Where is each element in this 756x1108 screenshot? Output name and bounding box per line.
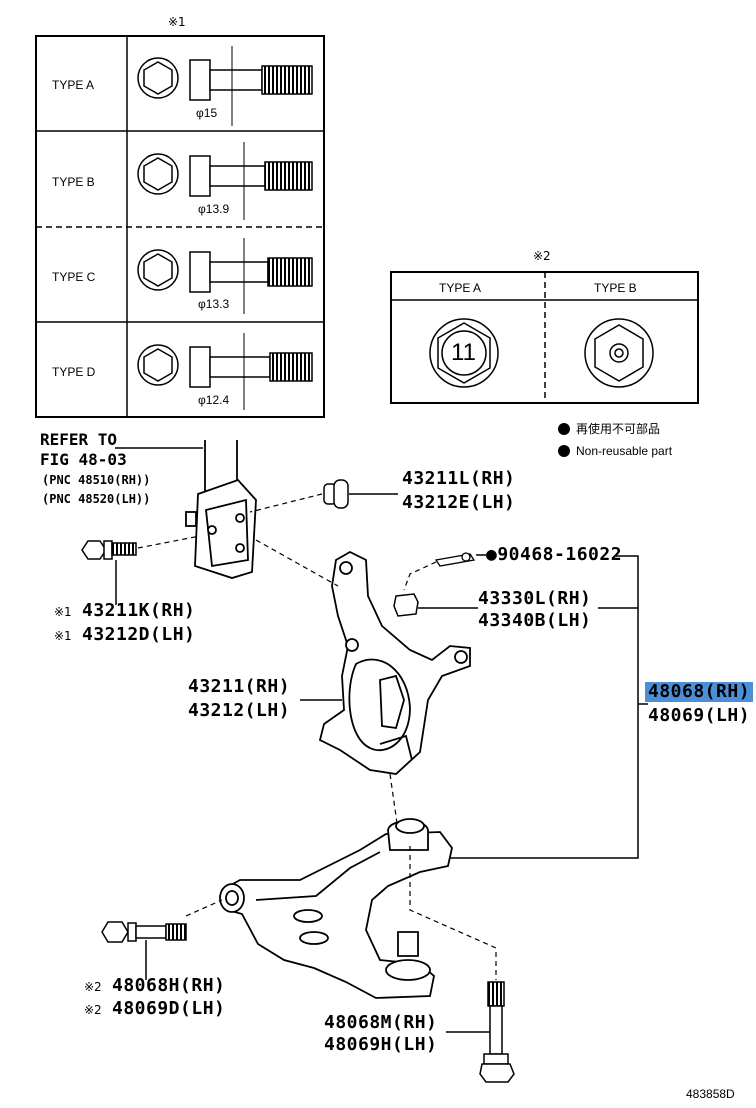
lower-control-arm-drawing — [219, 818, 453, 999]
dashed-43211k — [137, 535, 201, 549]
dashed-knuckle-strut — [255, 539, 339, 587]
part-48069h[interactable]: 48069H(LH) — [324, 1034, 438, 1055]
legend-en: Non-reusable part — [576, 444, 673, 458]
dashed-knuckle-arm — [389, 773, 399, 831]
nut-type-a-marking: 11 — [451, 339, 476, 366]
part-48068m[interactable]: 48068M(RH) — [324, 1012, 438, 1033]
part-43212d[interactable]: 43212D(LH) — [82, 624, 196, 645]
bushing-43211l-drawing — [323, 479, 349, 509]
refer-line4: (PNC 48520(LH)) — [42, 492, 151, 506]
nut-table-note-mark: ※2 — [533, 249, 551, 263]
part-48069[interactable]: 48069(LH) — [648, 705, 751, 726]
bolt-type-b-label: TYPE B — [52, 175, 95, 189]
bolt-type-a-drawing — [137, 46, 313, 126]
part-43211k[interactable]: 43211K(RH) — [82, 600, 196, 621]
part-43330l[interactable]: 43330L(RH) — [478, 588, 592, 609]
bolt-type-c-dia: φ13.3 — [198, 297, 230, 311]
bolt-type-table — [35, 35, 325, 418]
part-48068h[interactable]: 48068H(RH) — [112, 975, 226, 996]
part-48069d[interactable]: 48069D(LH) — [112, 998, 226, 1019]
part-43211l[interactable]: 43211L(RH) — [402, 468, 516, 489]
bolt-type-b-dia: φ13.9 — [198, 202, 230, 216]
refer-line2: FIG 48-03 — [40, 450, 127, 469]
part-48068-highlighted[interactable]: 48068(RH) — [645, 682, 754, 702]
assembly-bracket-48068 — [448, 555, 639, 859]
bolt-43211k-drawing — [81, 540, 137, 560]
part-43212e[interactable]: 43212E(LH) — [402, 492, 516, 513]
note-mark-48069d: ※2 — [84, 1003, 102, 1017]
bolt-type-a-dia: φ15 — [196, 106, 218, 120]
dashed-arm-lower-bolt — [409, 846, 497, 980]
non-reusable-bullet-icon-2 — [558, 445, 570, 457]
part-43211[interactable]: 43211(RH) — [188, 676, 291, 697]
bolt-type-b-drawing — [137, 142, 313, 220]
part-90468[interactable]: ●90468-16022 — [486, 544, 623, 565]
nut-type-b-drawing — [584, 318, 654, 388]
steering-knuckle-drawing — [318, 550, 471, 775]
part-43212[interactable]: 43212(LH) — [188, 700, 291, 721]
bolt-type-d-dia: φ12.4 — [198, 393, 230, 407]
bolt-type-c-label: TYPE C — [52, 270, 96, 284]
bolt-type-a-label: TYPE A — [52, 78, 95, 92]
bolt-type-d-drawing — [137, 333, 313, 410]
nut-type-a-drawing — [429, 318, 499, 388]
dashed-43211l — [249, 493, 323, 513]
castle-nut-drawing — [393, 593, 419, 617]
non-reusable-bullet-icon — [558, 423, 570, 435]
refer-line1: REFER TO — [40, 430, 118, 449]
bolt-type-c-drawing — [137, 238, 313, 314]
note-mark-48068h: ※2 — [84, 980, 102, 994]
note-mark-43211k: ※1 — [54, 605, 72, 619]
part-43340b[interactable]: 43340B(LH) — [478, 610, 592, 631]
nut-type-table — [390, 271, 699, 404]
bolt-table-note-mark: ※1 — [168, 15, 186, 29]
dashed-arm-bolt — [185, 899, 223, 917]
strut-assembly-drawing — [185, 440, 257, 579]
dashed-cotter — [403, 561, 437, 591]
legend-jp: 再使用不可部品 — [576, 422, 661, 436]
nut-type-b-header: TYPE B — [594, 281, 637, 295]
figure-id: 483858D — [686, 1087, 735, 1101]
note-mark-43212d: ※1 — [54, 629, 72, 643]
bolt-48068m-drawing — [479, 981, 515, 1083]
bolt-type-d-label: TYPE D — [52, 365, 96, 379]
nut-type-a-header: TYPE A — [439, 281, 482, 295]
refer-line3: (PNC 48510(RH)) — [42, 473, 151, 487]
cotter-pin-drawing — [434, 552, 476, 567]
bolt-48068h-drawing — [101, 921, 187, 943]
